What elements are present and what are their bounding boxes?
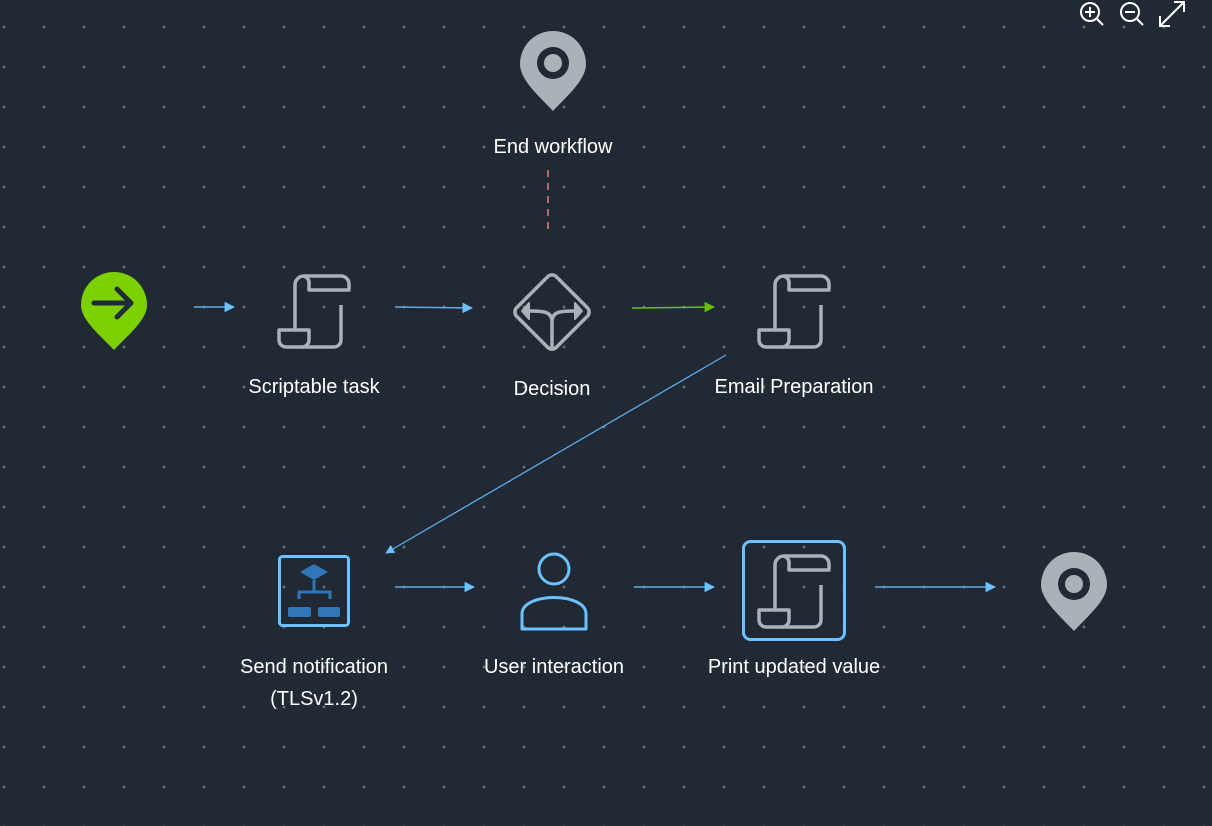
node-label-user-interaction: User interaction [483, 656, 625, 678]
node-label-decision: Decision [513, 378, 591, 400]
fit-button[interactable] [1156, 0, 1188, 30]
workflow-icon[interactable] [278, 555, 350, 627]
end-pin-icon[interactable] [520, 31, 586, 111]
user-icon[interactable] [520, 552, 588, 631]
zoom-in-icon [1080, 2, 1104, 26]
node-label-send-notification: Send notification [240, 656, 388, 678]
zoom-out-icon [1120, 2, 1144, 26]
node-label-end-workflow: End workflow [493, 136, 613, 158]
node-label-print-updated-value: Print updated value [707, 656, 881, 678]
expand-icon [1159, 1, 1185, 27]
node-label-send-notification-sub: (TLSv1.2) [270, 688, 358, 710]
node-label-scriptable-task: Scriptable task [248, 376, 380, 398]
scroll-icon[interactable] [277, 274, 351, 349]
scroll-icon[interactable] [757, 274, 831, 349]
decision-icon[interactable] [512, 272, 591, 351]
zoom-out-button[interactable] [1116, 0, 1148, 30]
zoom-in-button[interactable] [1076, 0, 1108, 30]
connector-decision-email-success[interactable] [631, 301, 716, 313]
scroll-icon[interactable] [742, 540, 846, 641]
start-pin-icon[interactable] [81, 272, 147, 350]
node-label-email-preparation: Email Preparation [714, 376, 874, 398]
connector-scriptable-decision[interactable] [394, 302, 474, 314]
connector-email-send[interactable] [385, 354, 727, 554]
end-pin-icon[interactable] [1041, 552, 1107, 631]
